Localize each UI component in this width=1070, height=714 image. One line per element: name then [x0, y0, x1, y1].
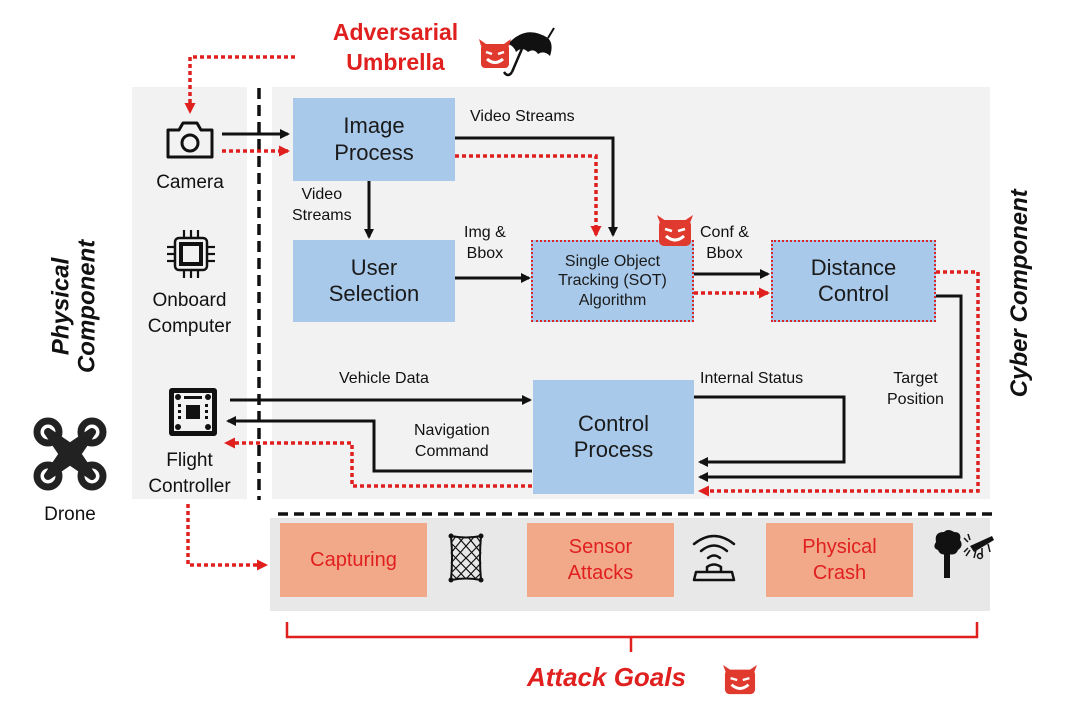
tree-crash-icon — [934, 530, 994, 578]
user-selection-module: User Selection — [293, 240, 455, 322]
image-process-line1: Image — [343, 113, 405, 139]
devil-icon — [723, 664, 757, 695]
user-selection-line2: Selection — [328, 281, 420, 306]
goal-physical-crash-line1: Physical — [802, 536, 877, 558]
onboard-computer-label: Onboard Computer — [132, 288, 247, 339]
flight-controller-label-line1: Flight — [166, 450, 213, 471]
chip-icon — [167, 230, 215, 278]
img-bbox-label: Img & Bbox — [464, 223, 506, 265]
control-process-module: Control Process — [533, 380, 694, 494]
sot-line1: Single Object — [564, 253, 661, 271]
devil-icon — [657, 215, 693, 246]
goal-capturing-label: Capturing — [310, 549, 397, 571]
distance-control-line1: Distance — [810, 254, 897, 280]
conf-bbox-line1: Conf & — [700, 224, 749, 241]
adversary-title-line2: Umbrella — [346, 48, 445, 75]
sot-line3: Algorithm — [578, 291, 647, 309]
distance-control-to-control-process-attack — [698, 270, 980, 497]
vehicle-data-label: Vehicle Data — [339, 370, 429, 387]
image-process-to-sot-attack — [455, 154, 602, 237]
image-process-module: Image Process — [293, 98, 455, 181]
target-position-line2: Position — [887, 390, 944, 408]
drone-icon — [33, 417, 107, 491]
video-streams-left-line2: Streams — [292, 206, 352, 224]
onboard-computer-label-line2: Computer — [147, 315, 232, 337]
attack-goals-bracket — [285, 622, 979, 639]
physical-component-label-line2: Component — [74, 239, 101, 374]
navigation-command-line2: Command — [414, 442, 489, 460]
physical-component-label: Physical Component — [47, 216, 102, 396]
distance-control-line2: Control — [818, 281, 889, 306]
devil-umbrella-icon — [479, 27, 555, 77]
goal-sensor-attacks: Sensor Attacks — [527, 523, 674, 597]
distance-control-to-control-process — [698, 294, 963, 482]
goal-sensor-attacks-line2: Attacks — [567, 562, 634, 584]
internal-status-label: Internal Status — [700, 370, 804, 387]
target-position-label: Target Position — [887, 369, 944, 411]
img-bbox-line1: Img & — [464, 224, 506, 241]
onboard-computer-label-line1: Onboard — [152, 290, 227, 311]
sot-algorithm-module: Single Object Tracking (SOT) Algorithm — [531, 240, 694, 322]
image-process-line2: Process — [334, 139, 414, 165]
adversary-title-line1: Adversarial — [332, 19, 459, 45]
navigation-command-line1: Navigation — [414, 422, 490, 439]
user-selection-line1: User — [350, 254, 398, 280]
navigation-command-label: Navigation Command — [414, 421, 490, 463]
distance-control-module: Distance Control — [771, 240, 936, 322]
umbrella-to-camera-attack — [184, 55, 295, 114]
goal-physical-crash: Physical Crash — [766, 523, 913, 597]
control-process-to-flight-controller — [226, 416, 532, 473]
flight-controller-label: Flight Controller — [132, 448, 247, 499]
control-process-line1: Control — [578, 410, 649, 436]
sensor-signal-icon — [692, 534, 736, 582]
video-streams-left-line1: Video — [301, 186, 343, 203]
goal-physical-crash-line2: Crash — [812, 562, 867, 584]
sot-line2: Tracking (SOT) — [558, 272, 667, 290]
flight-controller-label-line2: Controller — [148, 475, 231, 497]
conf-bbox-line2: Bbox — [706, 244, 743, 262]
adversary-title: Adversarial Umbrella — [318, 18, 473, 78]
flight-controller-to-goals-attack — [186, 504, 268, 571]
camera-icon — [166, 121, 214, 159]
video-streams-left-label: Video Streams — [292, 185, 352, 227]
attack-goals-title: Attack Goals — [527, 662, 686, 693]
physical-component-label-line1: Physical — [47, 257, 75, 356]
attack-goals-title-text: Attack Goals — [527, 662, 686, 692]
video-streams-top-label: Video Streams — [470, 108, 575, 125]
image-process-to-sot — [455, 136, 618, 237]
goal-sensor-attacks-line1: Sensor — [568, 536, 633, 558]
img-bbox-line2: Bbox — [466, 244, 504, 262]
camera-label: Camera — [156, 172, 224, 193]
goal-capturing: Capturing — [280, 523, 427, 597]
conf-bbox-label: Conf & Bbox — [700, 223, 749, 265]
drone-label: Drone — [44, 504, 96, 525]
net-icon — [448, 533, 484, 583]
flight-controller-icon — [169, 388, 217, 436]
cyber-component-label: Cyber Component — [1005, 189, 1033, 398]
internal-status-loop — [694, 395, 846, 467]
target-position-line1: Target — [893, 370, 938, 387]
control-process-line2: Process — [573, 437, 654, 462]
